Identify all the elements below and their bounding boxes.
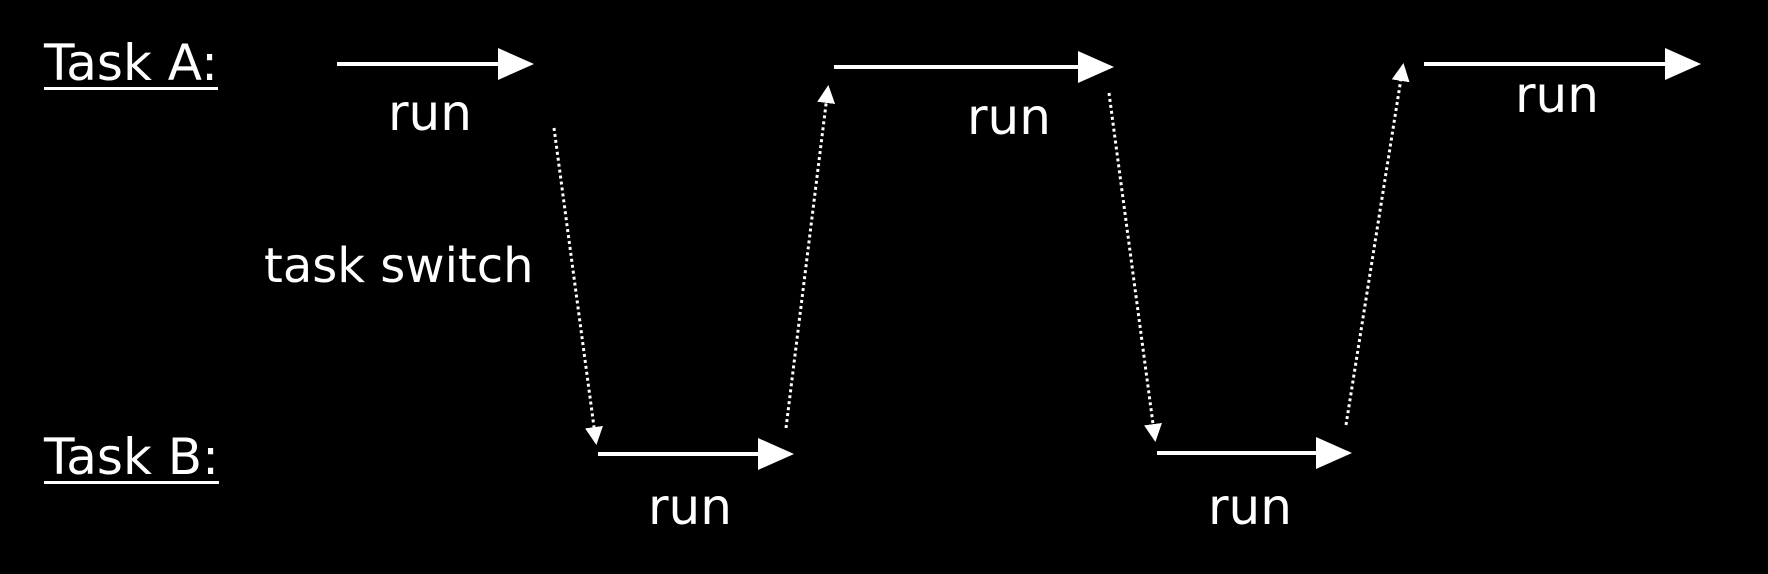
switch-arrow-3 — [1107, 92, 1162, 442]
run-label-a3: run — [1515, 66, 1599, 124]
task-b-label: Task B: — [44, 428, 219, 486]
task-a-label: Task A: — [44, 34, 218, 92]
task-switch-label: task switch — [264, 238, 534, 294]
switch-arrow-2 — [784, 85, 836, 429]
switch-arrow-4 — [1344, 63, 1410, 426]
run-label-b1: run — [648, 478, 732, 536]
run-label-a1: run — [388, 84, 472, 142]
switch-arrow-1 — [552, 127, 603, 445]
run-label-a2: run — [967, 88, 1051, 146]
run-label-b2: run — [1208, 478, 1292, 536]
